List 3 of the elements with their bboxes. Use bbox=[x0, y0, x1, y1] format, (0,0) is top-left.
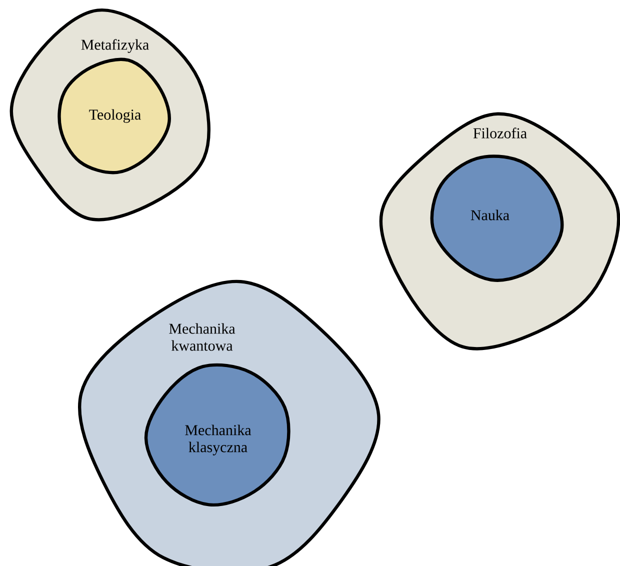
inner-blob: Mechanika klasyczna bbox=[144, 363, 290, 507]
inner-blob: Teologia bbox=[58, 58, 171, 174]
inner-blob: Nauka bbox=[430, 154, 564, 282]
